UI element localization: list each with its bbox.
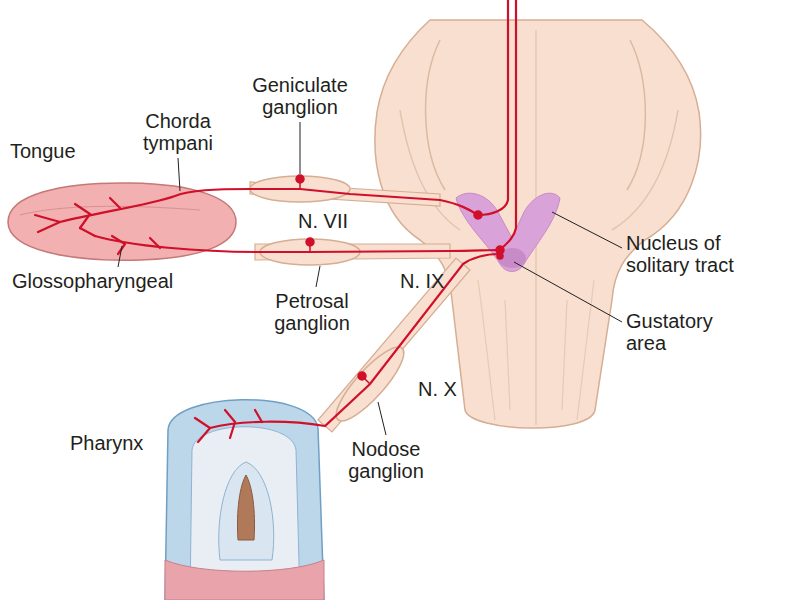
brainstem-outline (375, 20, 701, 428)
brainstem (375, 20, 701, 428)
x-fibre (210, 254, 500, 428)
medulla-contour (478, 280, 594, 420)
part-label: Nodose ganglion (336, 438, 436, 482)
part-label: Geniculate ganglion (245, 74, 355, 118)
part-label: Tongue (10, 140, 76, 162)
leader-line (378, 402, 386, 435)
pharynx-branches (195, 410, 262, 442)
laryngeal-inlet (219, 462, 274, 560)
vocal-folds (237, 475, 254, 540)
leader-line (118, 246, 122, 267)
leader-line (178, 158, 180, 191)
leader-line (300, 122, 301, 174)
part-label: Pharynx (70, 432, 143, 454)
pharynx-wall (165, 400, 324, 600)
tongue-branches-vii (35, 198, 120, 232)
part-label: N. VII (298, 210, 348, 232)
nodose-cell (358, 372, 366, 380)
leader-line (514, 262, 622, 322)
leader-line (316, 266, 320, 287)
vii-fibre (60, 189, 478, 222)
esophagus-band (165, 560, 324, 600)
leader-lines (118, 122, 622, 435)
part-label: Gustatory area (626, 310, 736, 354)
part-label: N. X (418, 378, 457, 400)
part-label: Glossopharyngeal (12, 270, 173, 292)
part-label: N. IX (400, 270, 444, 292)
part-label: Nucleus of solitary tract (626, 232, 776, 276)
pharynx (165, 400, 324, 600)
tongue-branches-ix (80, 228, 160, 254)
nts-synapse (474, 211, 482, 219)
geniculate-cell (296, 175, 304, 183)
part-label: Petrosal ganglion (262, 290, 362, 334)
taste-fibres (35, 0, 516, 442)
part-label: Chorda tympani (133, 110, 223, 154)
cell-bodies (296, 175, 504, 384)
nts-synapse (497, 253, 503, 259)
petrosal-cell (306, 238, 314, 246)
ascending-fibres (478, 0, 516, 250)
leader-line (552, 212, 622, 248)
